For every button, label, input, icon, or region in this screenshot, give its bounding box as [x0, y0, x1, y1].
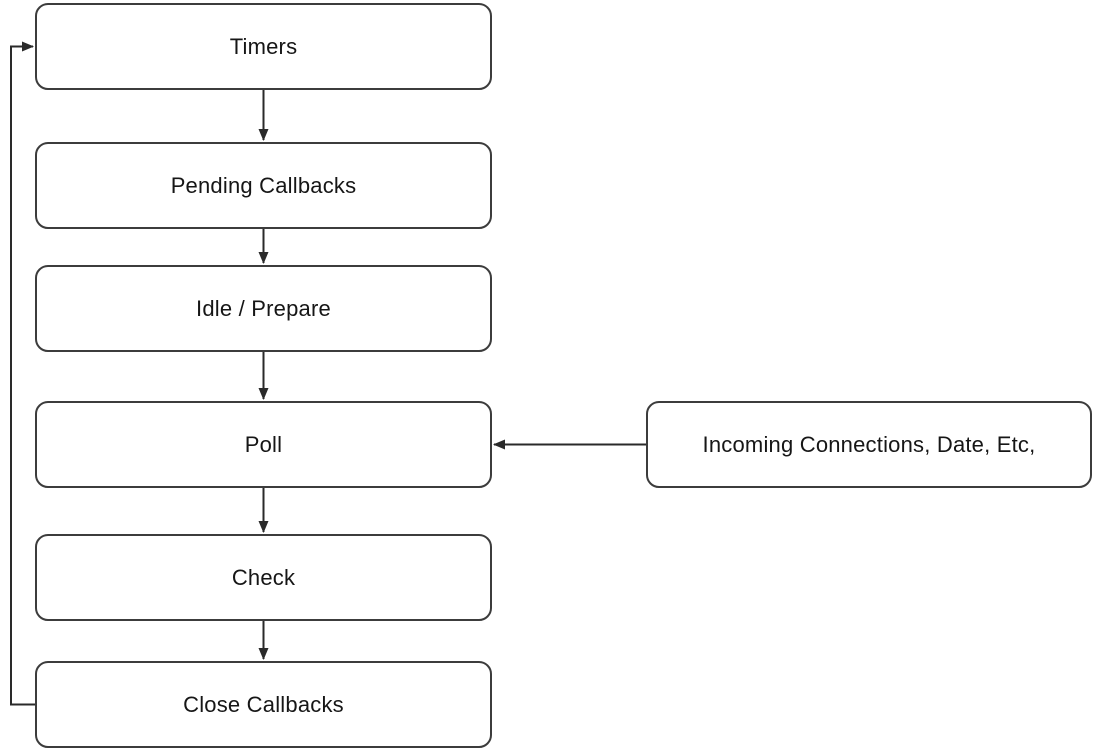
node-pending-callbacks-label: Pending Callbacks: [170, 172, 357, 198]
node-incoming-connections-label: Incoming Connections, Date, Etc,: [702, 431, 1036, 457]
edge-close-callbacks-to-timers-loop: [10, 41, 35, 706]
node-incoming-connections: Incoming Connections, Date, Etc,: [646, 401, 1092, 488]
node-poll: Poll: [35, 401, 492, 488]
node-idle-prepare: Idle / Prepare: [35, 265, 492, 352]
node-idle-prepare-label: Idle / Prepare: [196, 295, 331, 321]
node-check: Check: [35, 534, 492, 621]
node-pending-callbacks: Pending Callbacks: [35, 142, 492, 229]
node-close-callbacks-label: Close Callbacks: [183, 691, 344, 717]
node-timers: Timers: [35, 3, 492, 90]
node-timers-label: Timers: [229, 33, 298, 59]
node-poll-label: Poll: [244, 431, 283, 457]
node-check-label: Check: [231, 564, 296, 590]
node-close-callbacks: Close Callbacks: [35, 661, 492, 748]
